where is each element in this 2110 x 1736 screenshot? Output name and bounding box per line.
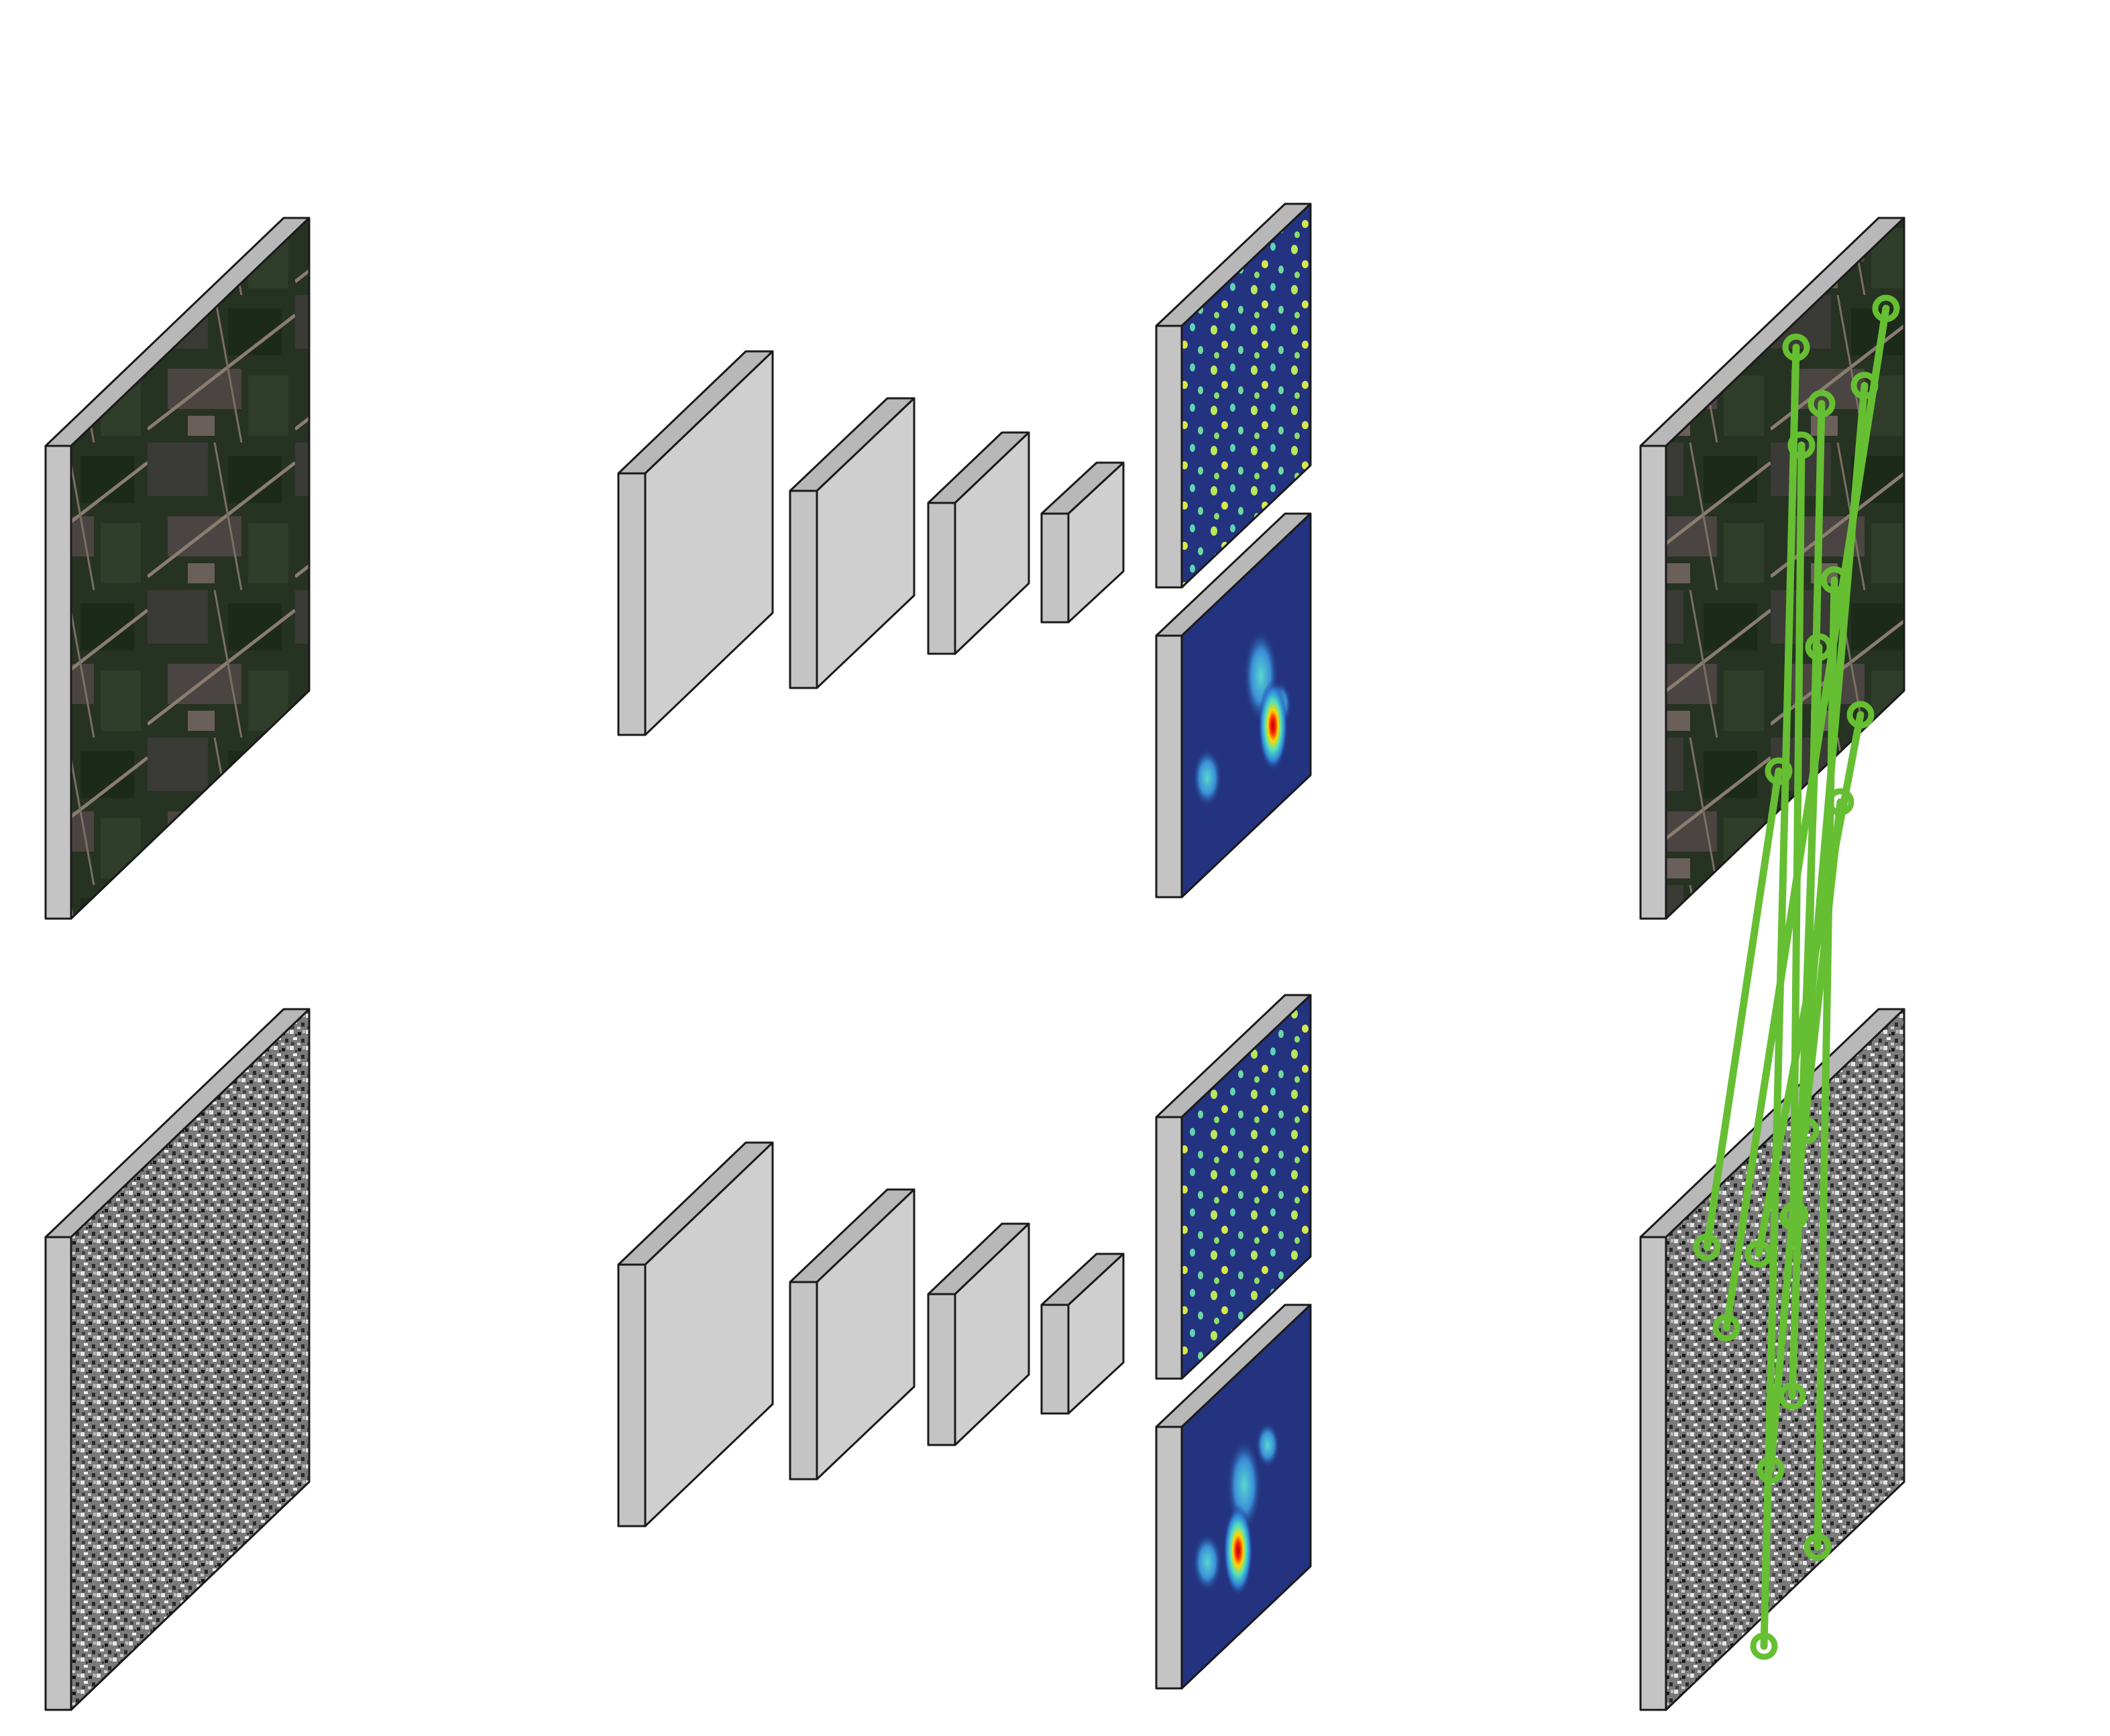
match-10	[1781, 788, 1854, 1229]
match-marker-top	[1787, 431, 1816, 459]
match-marker-bottom	[1750, 1632, 1778, 1660]
match-marker-bottom	[1744, 1240, 1773, 1268]
input-image-edge	[44, 445, 72, 920]
dense-heatmap-edge	[1155, 1116, 1183, 1380]
match-marker-top	[1846, 701, 1875, 729]
input-image-face	[70, 217, 311, 920]
encoder-block-4	[1040, 1253, 1125, 1415]
dense-heatmap-face	[1180, 994, 1312, 1380]
encoder-block-1-front	[617, 1263, 647, 1527]
heatmap-peak	[1258, 680, 1288, 771]
match-marker-top	[1826, 788, 1854, 816]
match-marker-bottom	[1778, 1382, 1806, 1410]
match-8	[1693, 757, 1793, 1261]
encoder-block-1	[617, 1141, 774, 1527]
output-image-face	[1665, 217, 1905, 920]
match-marker-top	[1820, 566, 1848, 594]
match-marker-bottom	[1712, 1314, 1740, 1342]
encoder-block-4-front	[1040, 512, 1070, 624]
dense-heatmap-edge	[1155, 325, 1183, 589]
match-marker-top	[1850, 371, 1879, 400]
encoder-block-2-front	[789, 489, 818, 689]
match-marker-top	[1782, 333, 1810, 361]
match-line	[1703, 767, 1783, 1251]
dense-heatmap	[1155, 994, 1312, 1380]
input-image-face	[70, 1008, 311, 1711]
match-line	[1789, 441, 1806, 1221]
encoder-block-1	[617, 350, 774, 736]
input-image-edge	[44, 1236, 72, 1711]
match-marker-bottom	[1757, 1456, 1785, 1484]
branches	[44, 202, 1905, 1711]
match-marker-bottom	[1803, 1533, 1832, 1561]
match-marker-bottom	[1781, 1201, 1809, 1229]
encoder-block-2	[789, 397, 915, 689]
encoder-block-4	[1040, 461, 1125, 624]
dense-heatmap-face	[1180, 202, 1312, 589]
output-image	[1639, 217, 1905, 920]
match-marker-top	[1805, 633, 1833, 661]
encoder-block-3-front	[927, 502, 956, 655]
encoder-block-3	[927, 431, 1030, 655]
encoder-block-3	[927, 1222, 1030, 1446]
heatmap-blob-2	[1192, 1533, 1222, 1592]
match-marker-bottom	[1693, 1233, 1721, 1261]
dense-heatmap	[1155, 202, 1312, 589]
coarse-heatmap	[1155, 512, 1312, 899]
match-6	[1803, 566, 1848, 1561]
heatmap-blob-3	[1256, 1422, 1280, 1468]
coarse-heatmap-edge	[1155, 634, 1183, 899]
optical-branch	[44, 202, 1905, 920]
encoder-block-4-front	[1040, 1304, 1070, 1415]
match-marker-top	[1808, 390, 1836, 418]
coarse-heatmap	[1155, 1304, 1312, 1690]
coarse-heatmap-edge	[1155, 1426, 1183, 1690]
match-lines	[1693, 294, 1900, 1660]
input-image	[44, 1008, 311, 1711]
match-marker-top	[1765, 757, 1793, 785]
output-image-edge	[1639, 445, 1667, 920]
match-marker-top	[1872, 294, 1900, 323]
sar-branch	[44, 994, 1905, 1711]
encoder-block-2	[789, 1188, 915, 1481]
encoder-block-2-front	[789, 1281, 818, 1481]
match-line	[1791, 798, 1844, 1219]
output-image-edge	[1639, 1236, 1667, 1711]
heatmap-peak	[1223, 1505, 1253, 1596]
encoder-block-1-front	[617, 472, 647, 736]
encoder-block-3-front	[927, 1293, 956, 1446]
input-image	[44, 217, 311, 920]
match-line	[1814, 576, 1838, 1551]
heatmap-blob-2	[1192, 748, 1222, 807]
